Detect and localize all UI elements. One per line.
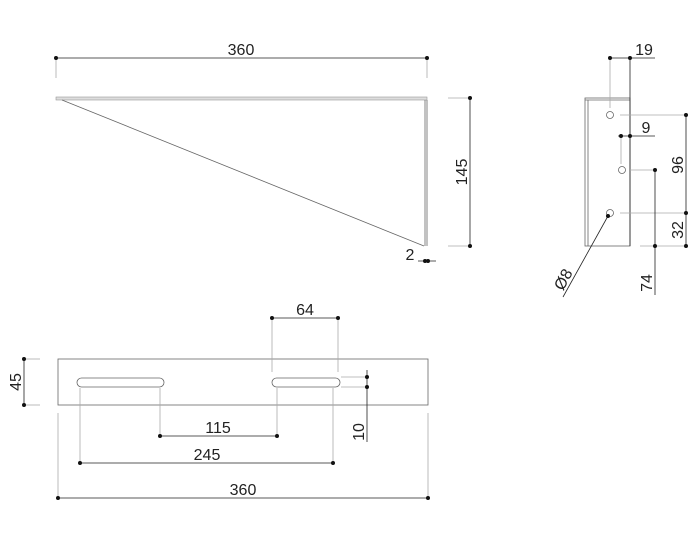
plan-view: 45 64 10 115 245 360 bbox=[8, 302, 430, 500]
diameter-leader bbox=[562, 215, 609, 298]
hole-top bbox=[606, 111, 614, 119]
slot-length-label: 64 bbox=[296, 302, 314, 319]
hole-middle bbox=[618, 166, 626, 174]
thickness-label: 2 bbox=[406, 247, 415, 264]
outer-spacing-label: 245 bbox=[194, 447, 221, 464]
bracket-top-plate bbox=[55, 96, 428, 101]
slot-width-label: 10 bbox=[351, 423, 368, 441]
bottom-offset-label: 32 bbox=[670, 221, 687, 239]
end-view: 19 9 96 32 74 Ø8 bbox=[552, 42, 688, 298]
height-label: 145 bbox=[454, 159, 471, 186]
plan-length-label: 360 bbox=[230, 482, 257, 499]
inner-spacing-label: 115 bbox=[205, 420, 231, 437]
bracket-plan-plate bbox=[57, 358, 429, 406]
plan-width-label: 45 bbox=[8, 373, 25, 391]
bracket-diagonal bbox=[61, 99, 425, 247]
width-label: 19 bbox=[635, 42, 653, 59]
side-view: 360 145 2 bbox=[54, 42, 472, 264]
hole-diameter-label: Ø8 bbox=[552, 266, 577, 293]
slot-left bbox=[76, 377, 165, 388]
slot-right bbox=[271, 377, 341, 388]
hole-bottom bbox=[606, 209, 614, 217]
bracket-end-plate bbox=[584, 97, 631, 247]
middle-hole-height-label: 74 bbox=[639, 274, 656, 292]
length-label: 360 bbox=[228, 42, 255, 59]
hole-spacing-label: 96 bbox=[670, 156, 687, 174]
offset-label: 9 bbox=[642, 120, 651, 137]
